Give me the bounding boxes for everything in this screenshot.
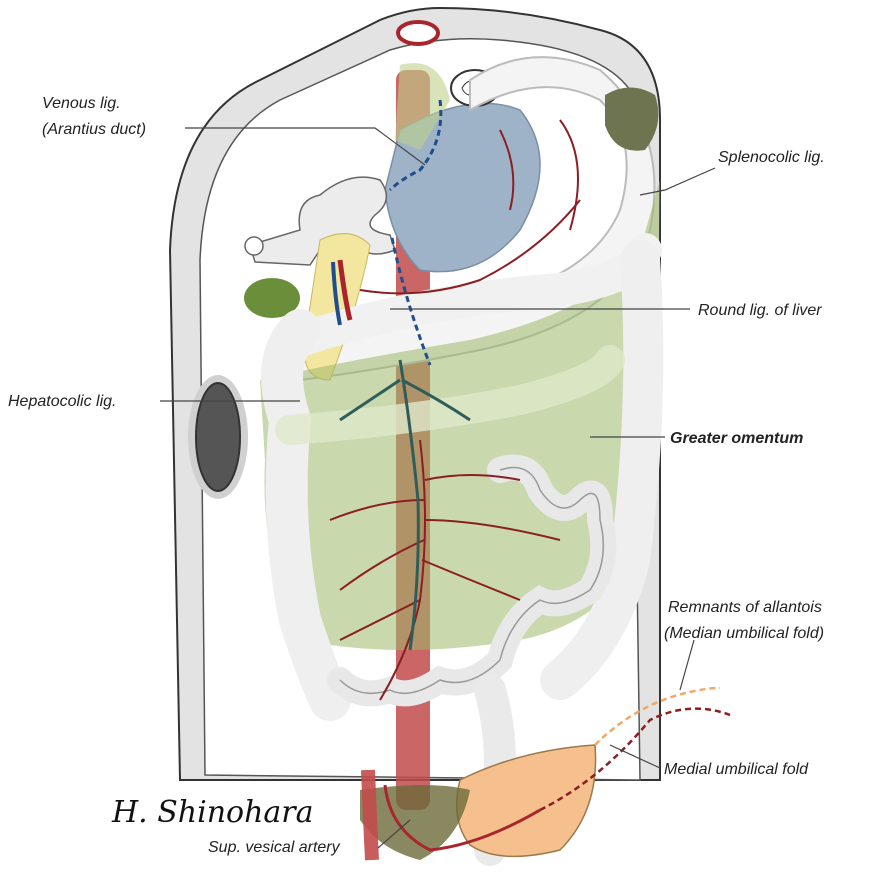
label-round-lig-liver: Round lig. of liver	[698, 302, 822, 319]
linea-alba-ring	[398, 22, 438, 44]
label-venous-lig-line2: (Arantius duct)	[42, 121, 146, 138]
label-remnants-allantois-line2: (Median umbilical fold)	[664, 625, 824, 642]
label-hepatocolic-lig: Hepatocolic lig.	[8, 393, 117, 410]
label-greater-omentum: Greater omentum	[670, 430, 803, 447]
label-splenocolic-lig: Splenocolic lig.	[718, 149, 825, 166]
label-sup-vesical-artery: Sup. vesical artery	[208, 839, 341, 856]
label-remnants-allantois-line1: Remnants of allantois	[668, 599, 822, 616]
iliac-artery	[368, 770, 372, 860]
kidney	[196, 383, 240, 491]
label-venous-lig-line1: Venous lig.	[42, 95, 121, 112]
label-medial-umbilical-fold: Medial umbilical fold	[664, 761, 809, 778]
portal-cut-vessels	[245, 237, 263, 255]
author-signature: H. Shinohara	[111, 795, 314, 830]
